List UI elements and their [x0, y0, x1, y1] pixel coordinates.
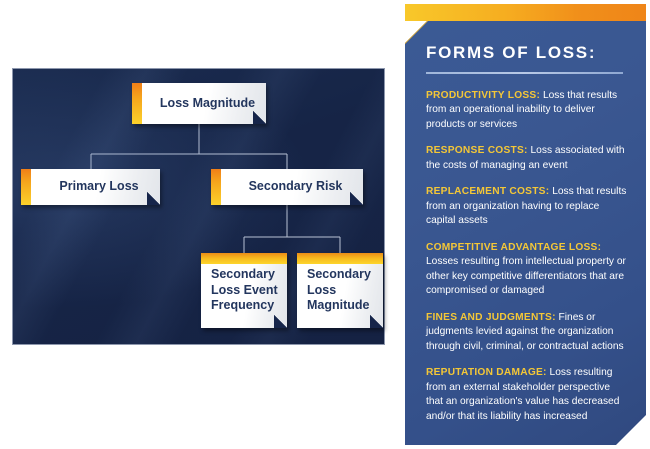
- node-label: Secondary Risk: [248, 179, 343, 194]
- node-accent-bar: [211, 169, 221, 205]
- loss-type-term: RESPONSE COSTS:: [426, 145, 528, 157]
- loss-type-description: Losses resulting from intellectual prope…: [426, 256, 626, 297]
- node-loss-magnitude[interactable]: Loss Magnitude: [132, 83, 266, 124]
- node-accent-bar: [21, 169, 31, 205]
- loss-type-description: Loss resulting from an external stakehol…: [426, 367, 620, 422]
- loss-type-term: COMPETITIVE ADVANTAGE LOSS:: [426, 241, 602, 253]
- node-label: Secondary Loss Event Frequency: [211, 267, 278, 313]
- node-accent-bar: [132, 83, 142, 124]
- loss-type-term: REPLACEMENT COSTS:: [426, 186, 550, 198]
- node-label: Secondary Loss Magnitude: [307, 267, 371, 313]
- forms-panel-body: FORMS OF LOSS: PRODUCTIVITY LOSS: Loss t…: [405, 21, 646, 445]
- node-primary-loss[interactable]: Primary Loss: [21, 169, 160, 205]
- loss-type-item: REPLACEMENT COSTS: Loss that results fro…: [426, 185, 627, 228]
- title-divider: [426, 72, 623, 74]
- node-label: Primary Loss: [59, 179, 139, 194]
- corner-notch: [370, 315, 383, 328]
- forms-of-loss-list: PRODUCTIVITY LOSS: Loss that results fro…: [426, 89, 627, 424]
- loss-type-term: PRODUCTIVITY LOSS:: [426, 90, 541, 101]
- corner-notch: [253, 111, 266, 124]
- loss-type-description: Loss associated with the costs of managi…: [426, 145, 625, 171]
- loss-type-item: COMPETITIVE ADVANTAGE LOSS: Losses resul…: [426, 241, 627, 299]
- diagram-connector-lines: [90, 124, 341, 253]
- node-secondary-loss-magnitude[interactable]: Secondary Loss Magnitude: [297, 253, 383, 328]
- corner-notch: [147, 192, 160, 205]
- loss-type-description: Loss that results from an operational in…: [426, 90, 618, 130]
- node-accent-bar: [297, 253, 383, 264]
- loss-type-item: FINES AND JUDGMENTS: Fines or judgments …: [426, 311, 627, 354]
- corner-notch: [350, 192, 363, 205]
- loss-type-term: FINES AND JUDGMENTS:: [426, 311, 556, 323]
- loss-type-item: RESPONSE COSTS: Loss associated with the…: [426, 144, 627, 173]
- node-label: Loss Magnitude: [159, 95, 256, 110]
- forms-panel-title: FORMS OF LOSS:: [426, 43, 597, 62]
- loss-type-item: REPUTATION DAMAGE: Loss resulting from a…: [426, 366, 627, 424]
- corner-notch: [274, 315, 287, 328]
- loss-type-description: Fines or judgments levied against the or…: [426, 311, 624, 352]
- node-secondary-loss-event-frequency[interactable]: Secondary Loss Event Frequency: [201, 253, 287, 328]
- loss-magnitude-diagram-panel: Loss Magnitude Primary Loss Secondary Ri…: [12, 68, 385, 345]
- loss-type-description: Loss that results from an organization h…: [426, 186, 627, 227]
- node-accent-bar: [201, 253, 287, 264]
- node-secondary-risk[interactable]: Secondary Risk: [211, 169, 363, 205]
- forms-panel-top-bar: [405, 4, 646, 21]
- forms-of-loss-panel: FORMS OF LOSS: PRODUCTIVITY LOSS: Loss t…: [405, 4, 646, 445]
- loss-type-term: REPUTATION DAMAGE:: [426, 367, 547, 379]
- loss-type-item: PRODUCTIVITY LOSS: Loss that results fro…: [426, 89, 627, 132]
